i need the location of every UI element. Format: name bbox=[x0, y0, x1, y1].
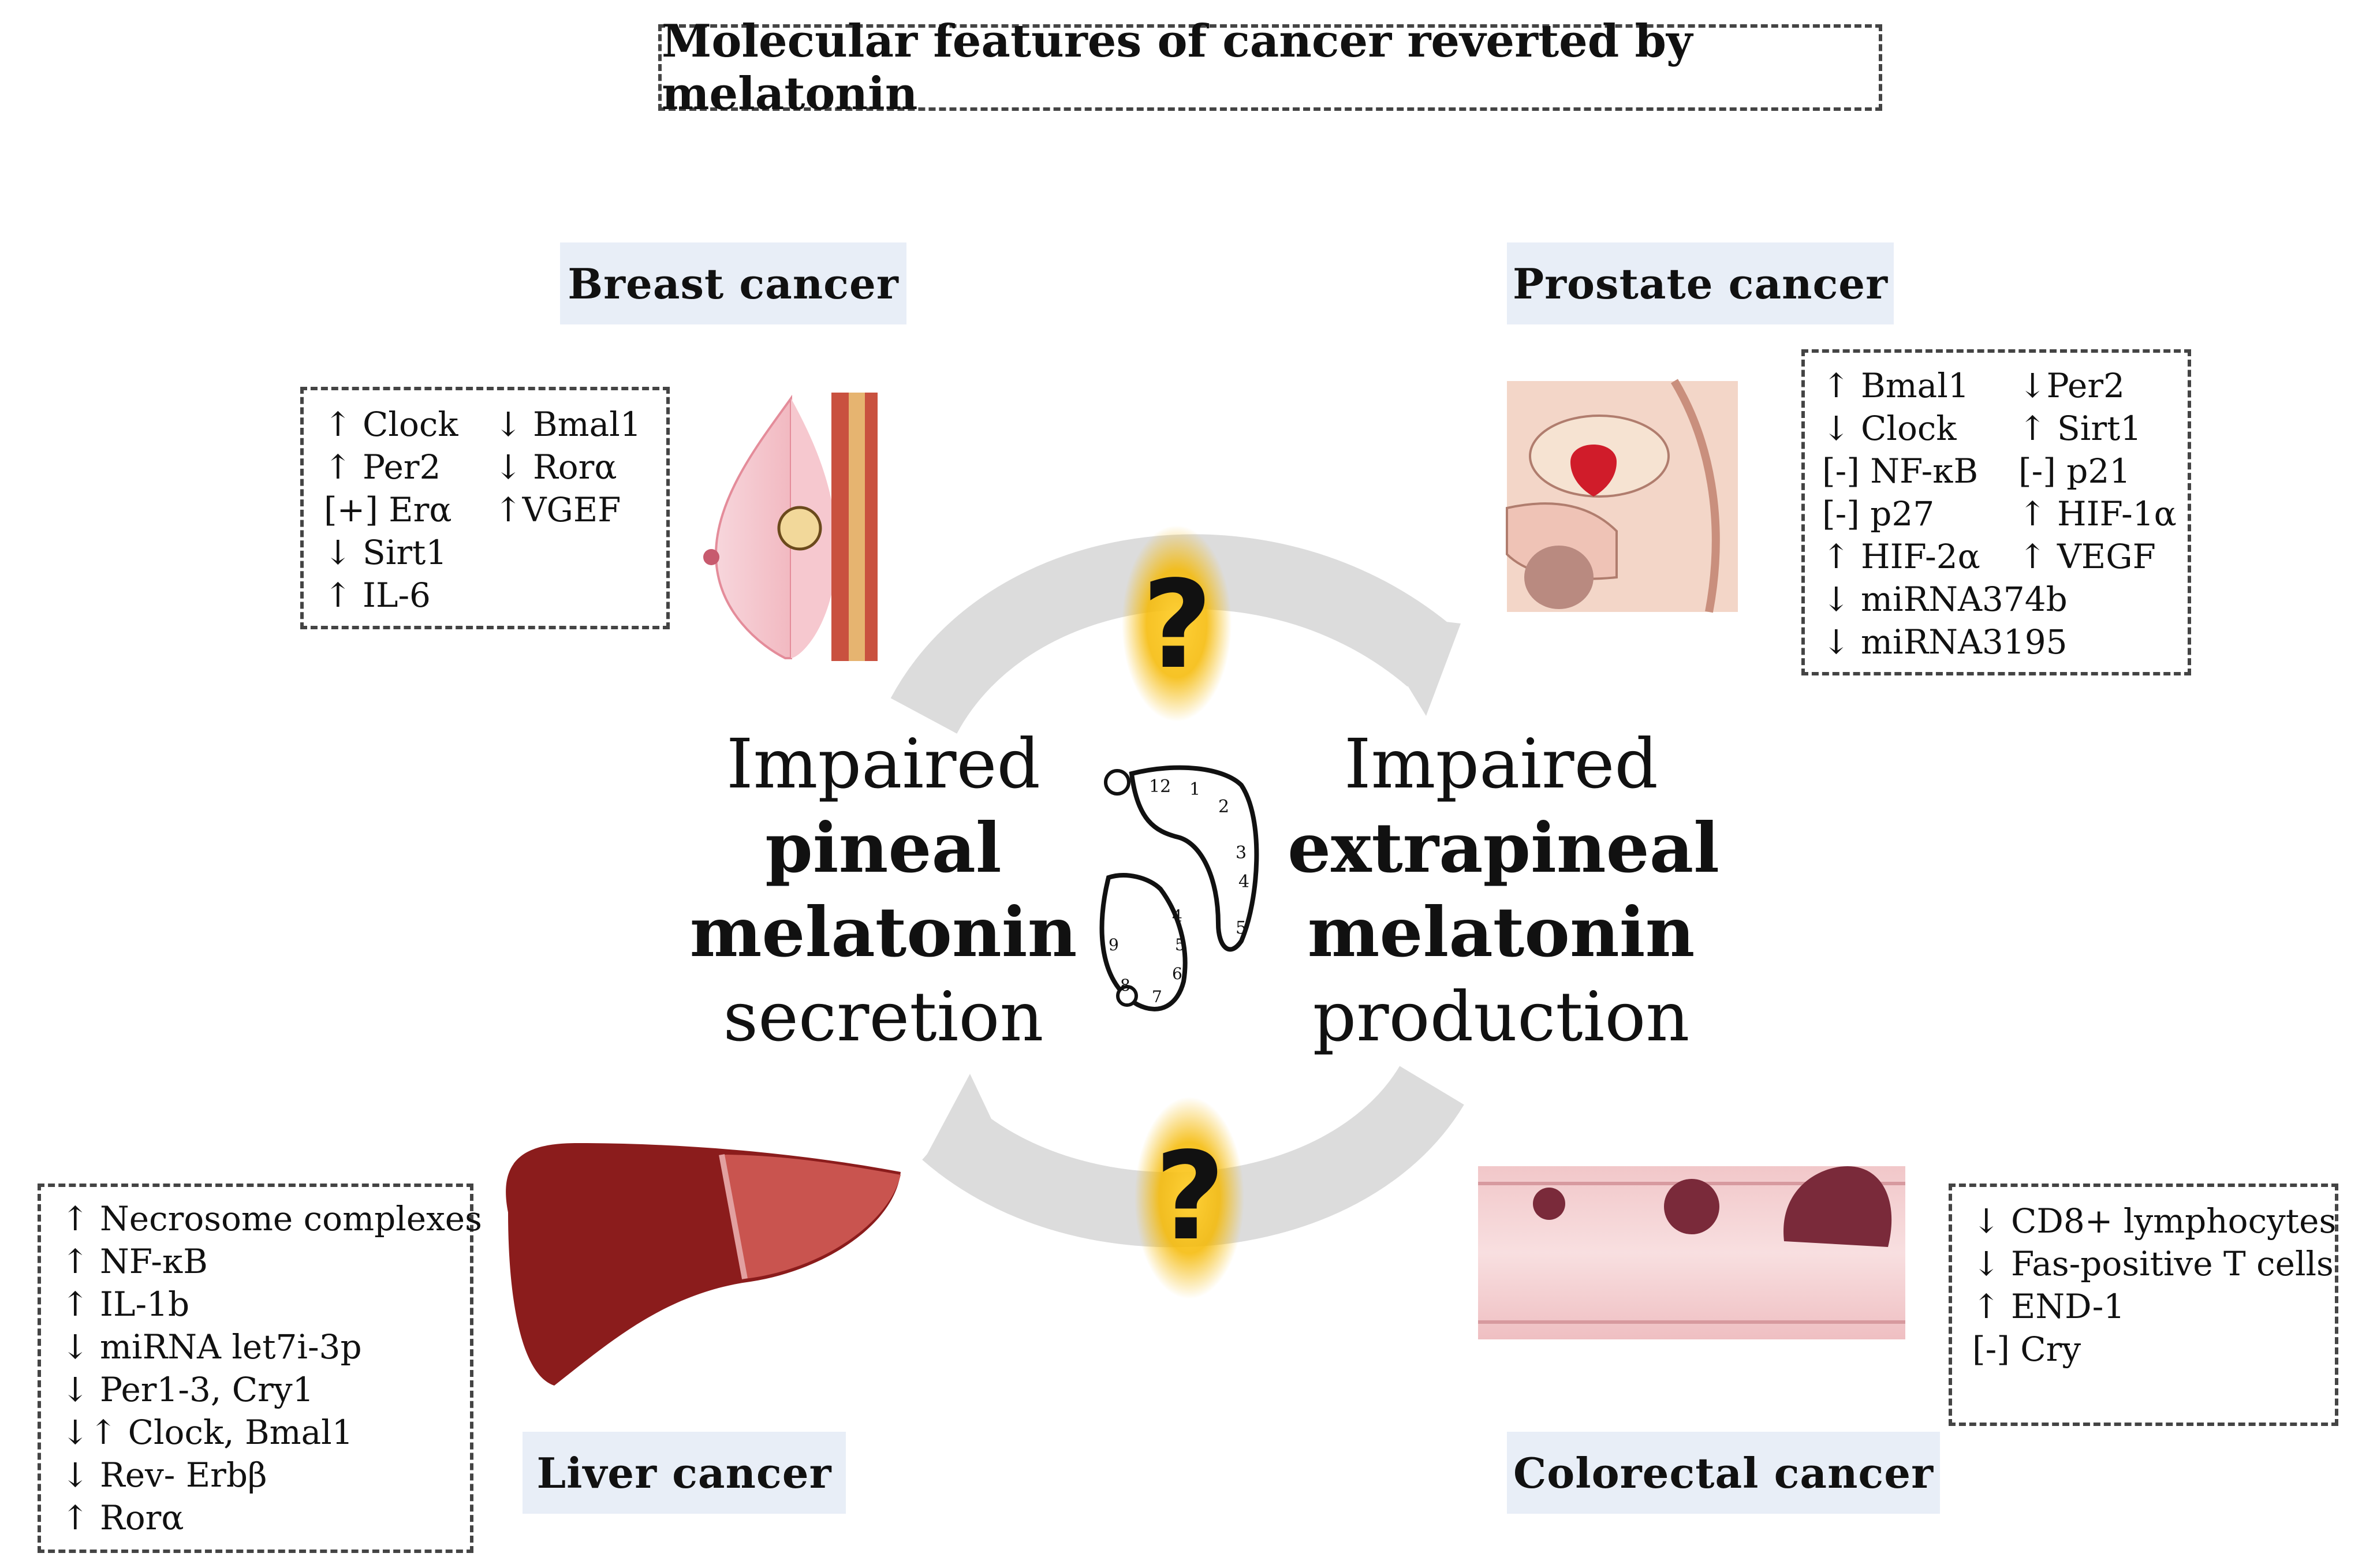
feature-item: ↑ Per2 bbox=[324, 447, 441, 487]
feature-item: ↑ Clock bbox=[324, 405, 458, 444]
center-right-line1: Impaired bbox=[1344, 724, 1658, 804]
feature-item: ↑ Necrosome complexes bbox=[61, 1199, 482, 1238]
clock-number: 5 bbox=[1175, 935, 1185, 954]
feature-item: ↓ Per1-3, Cry1 bbox=[61, 1370, 314, 1409]
feature-item: ↓Per2 bbox=[2018, 366, 2125, 405]
feature-item: ↑ IL-1b bbox=[61, 1285, 190, 1324]
clock-number: 2 bbox=[1218, 797, 1230, 817]
feature-item: [-] p27 bbox=[1822, 494, 1935, 533]
clock-number: 4 bbox=[1238, 872, 1250, 892]
liver-illustration bbox=[506, 1143, 901, 1386]
feature-item: ↑ HIF-2α bbox=[1822, 537, 1980, 576]
feature-item: ↓ Rorα bbox=[494, 447, 617, 487]
liver-features-box: ↑ Necrosome complexes ↑ NF-κB ↑ IL-1b ↓ … bbox=[38, 1184, 482, 1553]
center-left-line2: pineal bbox=[765, 808, 1002, 888]
feature-item: [-] p21 bbox=[2018, 451, 2131, 491]
clock-number: 8 bbox=[1120, 976, 1130, 995]
feature-item: ↑ Sirt1 bbox=[2018, 409, 2142, 448]
feature-item: ↓ miRNA let7i-3p bbox=[61, 1327, 362, 1367]
breast-illustration bbox=[703, 393, 878, 661]
clock-number: 3 bbox=[1236, 843, 1247, 863]
extrapineal-melatonin-text: Impaired extrapineal melatonin productio… bbox=[1288, 722, 1720, 1059]
feature-item: ↓ Sirt1 bbox=[324, 533, 447, 572]
liver-cancer-label: Liver cancer bbox=[523, 1432, 846, 1514]
melting-clock-icon bbox=[1099, 765, 1259, 1011]
breast-cancer-label: Breast cancer bbox=[560, 242, 906, 324]
feature-item: ↑ Rorα bbox=[61, 1498, 184, 1537]
bottom-glow bbox=[1135, 1097, 1244, 1299]
prostate-features-box: ↑ Bmal1 ↓ Clock [-] NF-κB [-] p27 ↑ HIF-… bbox=[1801, 349, 2191, 675]
center-left-line3: melatonin bbox=[689, 892, 1077, 972]
question-mark-top: ? bbox=[1142, 554, 1212, 696]
feature-item: ↑ IL-6 bbox=[324, 576, 431, 615]
pineal-melatonin-text: Impaired pineal melatonin secretion bbox=[687, 722, 1080, 1059]
breast-features-box: ↑ Clock ↑ Per2 [+] Erα ↓ Sirt1 ↑ IL-6 ↓ … bbox=[300, 387, 670, 629]
clock-number: 4 bbox=[1172, 906, 1182, 925]
top-glow bbox=[1122, 525, 1232, 722]
center-left-line1: Impaired bbox=[726, 724, 1040, 804]
feature-item: ↓ Bmal1 bbox=[494, 405, 641, 444]
feature-item: ↓ miRNA3195 bbox=[1822, 622, 2068, 662]
feature-item: ↑ Bmal1 bbox=[1822, 366, 1969, 405]
center-right-line3: melatonin bbox=[1307, 892, 1695, 972]
clock-number: 1 bbox=[1189, 779, 1201, 800]
colorectal-features-box: ↓ CD8+ lymphocytes ↓ Fas-positive T cell… bbox=[1949, 1184, 2338, 1426]
feature-item: ↑VGEF bbox=[494, 490, 621, 529]
prostate-cancer-label: Prostate cancer bbox=[1507, 242, 1894, 324]
feature-item: [+] Erα bbox=[324, 490, 452, 529]
feature-item: ↑ END-1 bbox=[1972, 1287, 2125, 1326]
feature-item: ↓ Fas-positive T cells bbox=[1972, 1244, 2334, 1283]
feature-item: ↓ Rev- Erbβ bbox=[61, 1455, 267, 1495]
page-title: Molecular features of cancer reverted by… bbox=[662, 15, 1693, 120]
center-right-line4: production bbox=[1312, 977, 1690, 1056]
feature-item: ↓ CD8+ lymphocytes bbox=[1972, 1201, 2337, 1241]
clock-number: 5 bbox=[1236, 918, 1247, 938]
prostate-illustration bbox=[1506, 379, 1738, 613]
feature-item: ↓↑ Clock, Bmal1 bbox=[61, 1413, 353, 1452]
feature-item: ↓ Clock bbox=[1822, 409, 1957, 448]
clock-number: 7 bbox=[1152, 987, 1162, 1006]
clock-number: 12 bbox=[1149, 776, 1171, 797]
question-mark-bottom: ? bbox=[1155, 1126, 1225, 1267]
feature-item: [-] Cry bbox=[1972, 1330, 2081, 1369]
colorectal-cancer-label: Colorectal cancer bbox=[1507, 1432, 1940, 1514]
title-box: Molecular features of cancer reverted by… bbox=[658, 15, 1882, 120]
center-left-line4: secretion bbox=[723, 977, 1044, 1056]
clock-number: 6 bbox=[1172, 964, 1182, 983]
feature-item: ↓ miRNA374b bbox=[1822, 580, 2068, 619]
feature-item: ↑ NF-κB bbox=[61, 1242, 208, 1281]
center-right-line2: extrapineal bbox=[1288, 808, 1720, 888]
feature-item: [-] NF-κB bbox=[1822, 451, 1979, 491]
feature-item: ↑ HIF-1α bbox=[2018, 494, 2177, 533]
feature-item: ↑ VEGF bbox=[2018, 537, 2156, 576]
colon-illustration bbox=[1478, 1166, 1905, 1339]
clock-number: 9 bbox=[1109, 935, 1119, 954]
